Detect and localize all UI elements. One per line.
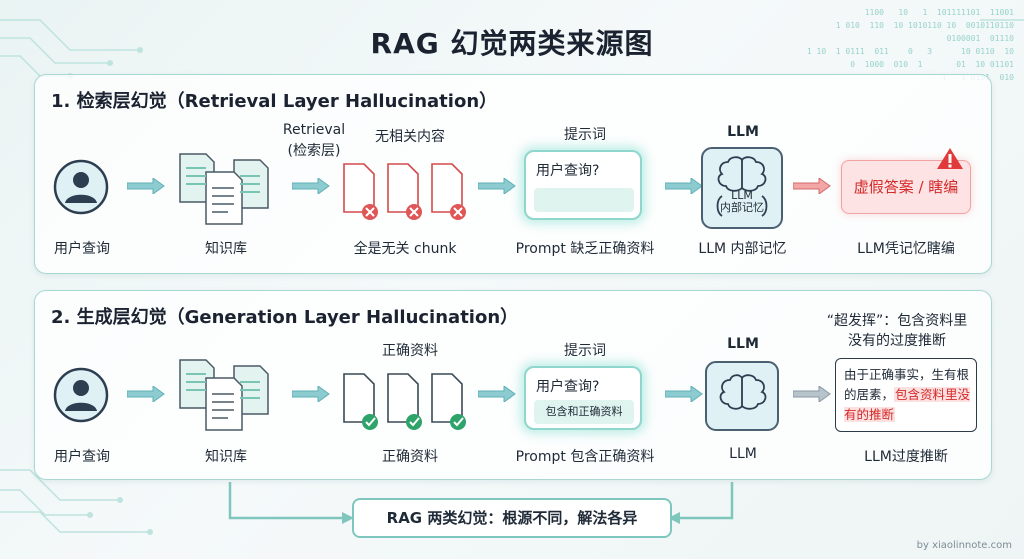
retrieval-user-label: 用户查询	[54, 241, 110, 257]
retrieval-prompt-question: 用户查询?	[536, 163, 600, 179]
retrieval-prompt-empty-fill	[534, 188, 634, 212]
irrelevant-chunks-label: 全是无关 chunk	[353, 241, 457, 257]
answer-text-normal: 由于正确事实，生有根的居素，	[844, 367, 970, 402]
retrieval-prompt-title: 提示词	[564, 127, 606, 143]
knowledge-base-icon	[179, 153, 269, 225]
retrieval-llm-label: LLM 内部记忆	[698, 241, 787, 257]
correct-chunks-icon	[343, 373, 466, 430]
correct-chunks-title: 正确资料	[382, 343, 438, 359]
warning-icon	[937, 148, 963, 169]
binary-decoration: 1100 10 1 101111101 11001 1 010 110 10 1…	[806, 8, 1014, 82]
generation-llm-title: LLM	[727, 336, 759, 352]
arrow-icon	[127, 386, 165, 402]
generation-prompt-fill: 包含和正确资料	[534, 400, 634, 424]
generation-kb-label: 知识库	[205, 449, 247, 465]
over-inference-note-2: 没有的过度推断	[848, 333, 946, 349]
footer-credit: by xiaolinnote.com	[916, 540, 1012, 551]
user-icon	[53, 159, 109, 215]
retrieval-prompt-box: 用户查询?	[524, 150, 642, 220]
over-inference-note-1: “超发挥”：包含资料里	[826, 313, 968, 329]
retrieval-panel-title: 1. 检索层幻觉（Retrieval Layer Hallucination）	[51, 91, 498, 112]
arrow-icon	[793, 178, 831, 194]
retrieval-prompt-label: Prompt 缺乏正确资料	[515, 241, 655, 257]
retrieval-tag-sub: (检索层)	[287, 143, 341, 159]
generation-llm-label: LLM	[729, 446, 757, 462]
arrow-icon	[127, 178, 165, 194]
generation-prompt-fill-text: 包含和正确资料	[545, 405, 623, 418]
generation-prompt-title: 提示词	[564, 343, 606, 359]
retrieval-llm-title: LLM	[727, 124, 759, 140]
retrieval-kb-label: 知识库	[205, 241, 247, 257]
generation-prompt-label: Prompt 包含正确资料	[515, 449, 655, 465]
arrow-icon	[793, 386, 831, 402]
knowledge-base-icon	[179, 359, 269, 431]
irrelevant-chunks-icon	[343, 163, 466, 220]
llm-inner-line-1: LLM	[731, 189, 753, 202]
generation-panel-title: 2. 生成层幻觉（Generation Layer Hallucination）	[51, 307, 519, 328]
arrow-icon	[478, 386, 516, 402]
irrelevant-chunks-title: 无相关内容	[375, 129, 445, 145]
generation-prompt-box: 用户查询? 包含和正确资料	[524, 366, 642, 430]
over-inference-answer-box: 由于正确事实，生有根的居素，包含资料里没有的推断	[835, 358, 977, 432]
arrow-icon	[665, 386, 703, 402]
retrieval-tag: Retrieval	[282, 122, 346, 138]
llm-brain-icon	[705, 361, 779, 431]
arrow-icon	[292, 178, 330, 194]
false-answer-label: LLM凭记忆瞎编	[857, 241, 955, 257]
llm-inner-line-2: 内部记忆	[720, 201, 764, 214]
summary-box: RAG 两类幻觉：根源不同，解法各异	[352, 498, 672, 538]
page-title: RAG 幻觉两类来源图	[370, 27, 654, 60]
summary-connectors	[228, 482, 734, 524]
llm-inner-label: LLM 内部记忆	[706, 190, 778, 214]
user-icon	[53, 367, 109, 423]
arrow-icon	[292, 386, 330, 402]
generation-prompt-question: 用户查询?	[536, 379, 600, 395]
arrow-icon	[665, 178, 703, 194]
generation-user-label: 用户查询	[54, 449, 110, 465]
over-inference-label: LLM过度推断	[864, 449, 948, 465]
arrow-icon	[478, 178, 516, 194]
llm-memory-icon	[701, 147, 783, 229]
correct-chunks-label: 正确资料	[382, 449, 438, 465]
